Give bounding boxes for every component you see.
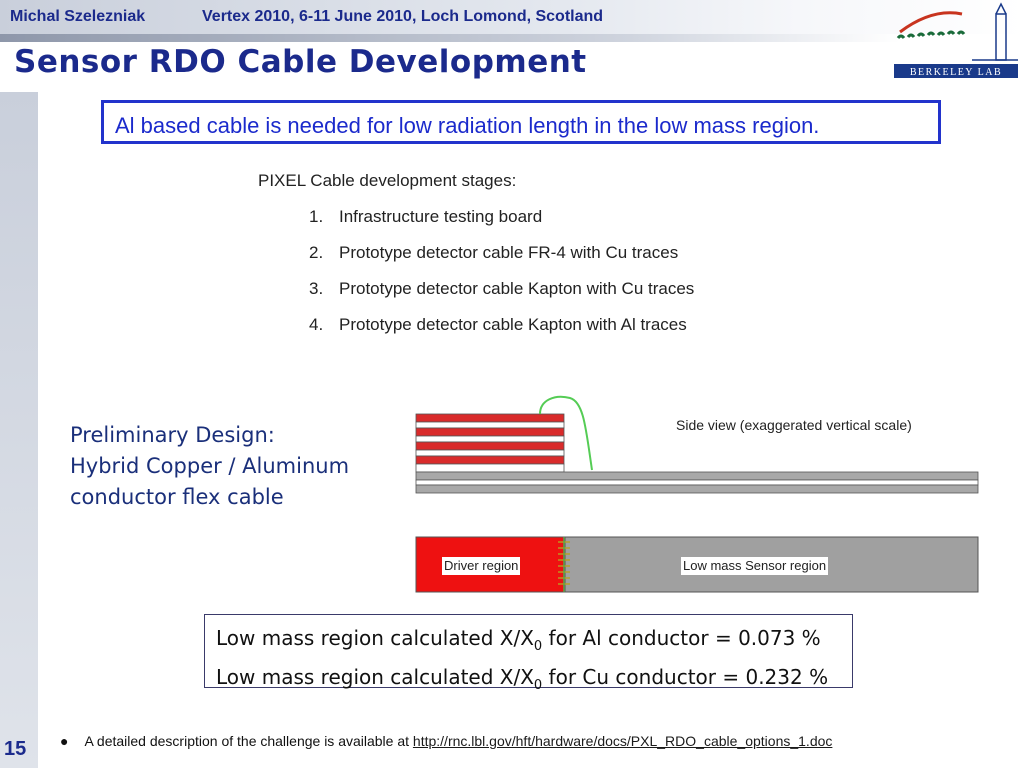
preliminary-design: Preliminary Design: Hybrid Copper / Alum… (70, 420, 349, 513)
stage-item: 4. Prototype detector cable Kapton with A… (309, 315, 687, 335)
slide-title: Sensor RDO Cable Development (14, 44, 587, 80)
stage-number: 4. (309, 315, 324, 334)
result-text: for Cu conductor = 0.232 % (542, 665, 829, 689)
results-box: Low mass region calculated X/X0 for Al c… (204, 614, 853, 693)
slide-number: 15 (4, 738, 27, 760)
stages-heading: PIXEL Cable development stages: (258, 171, 517, 190)
logo-text: BERKELEY LAB (910, 67, 1002, 78)
stage-text: Prototype detector cable FR-4 with Cu tr… (339, 243, 679, 262)
header-bar (0, 0, 1024, 34)
stage-text: Infrastructure testing board (339, 207, 543, 226)
side-view-label: Side view (exaggerated vertical scale) (676, 417, 912, 433)
header-stripe (0, 34, 900, 42)
top-view (415, 536, 979, 593)
result-subscript: 0 (533, 678, 543, 693)
preliminary-line: Hybrid Copper / Aluminum (70, 454, 350, 478)
stage-number: 3. (309, 279, 324, 298)
side-view-cross-section (415, 395, 979, 494)
stage-item: 2. Prototype detector cable FR-4 with Cu … (309, 243, 678, 263)
berkeley-lab-logo: BERKELEY LAB (894, 2, 1018, 78)
result-cu: Low mass region calculated X/X0 for Cu c… (216, 662, 852, 701)
result-subscript: 0 (533, 639, 543, 654)
sensor-region-label: Low mass Sensor region (681, 557, 829, 575)
header-author: Michal Szelezniak (10, 8, 146, 25)
footnote-link[interactable]: http://rnc.lbl.gov/hft/hardware/docs/PXL… (412, 733, 833, 749)
stage-item: 1. Infrastructure testing board (309, 207, 542, 227)
stage-text: Prototype detector cable Kapton with Al … (339, 315, 687, 334)
callout-box: Al based cable is needed for low radiati… (101, 100, 941, 144)
cable-diagram (415, 395, 979, 593)
left-panel (0, 92, 38, 768)
driver-region-label: Driver region (442, 557, 521, 575)
stage-text: Prototype detector cable Kapton with Cu … (339, 279, 695, 298)
stage-number: 2. (309, 243, 324, 262)
bullet-icon: ● (60, 733, 69, 749)
result-al: Low mass region calculated X/X0 for Al c… (216, 623, 852, 662)
footnote: ● A detailed description of the challenge… (60, 733, 832, 749)
result-text: Low mass region calculated X/X (216, 626, 534, 650)
result-text: Low mass region calculated X/X (216, 665, 534, 689)
stage-number: 1. (309, 207, 324, 226)
header-event: Vertex 2010, 6-11 June 2010, Loch Lomond… (202, 8, 604, 25)
stage-item: 3. Prototype detector cable Kapton with C… (309, 279, 694, 299)
preliminary-line: conductor flex cable (70, 485, 284, 509)
result-text: for Al conductor = 0.073 % (542, 626, 821, 650)
footnote-text: A detailed description of the challenge … (84, 733, 413, 749)
preliminary-line: Preliminary Design: (70, 423, 275, 447)
